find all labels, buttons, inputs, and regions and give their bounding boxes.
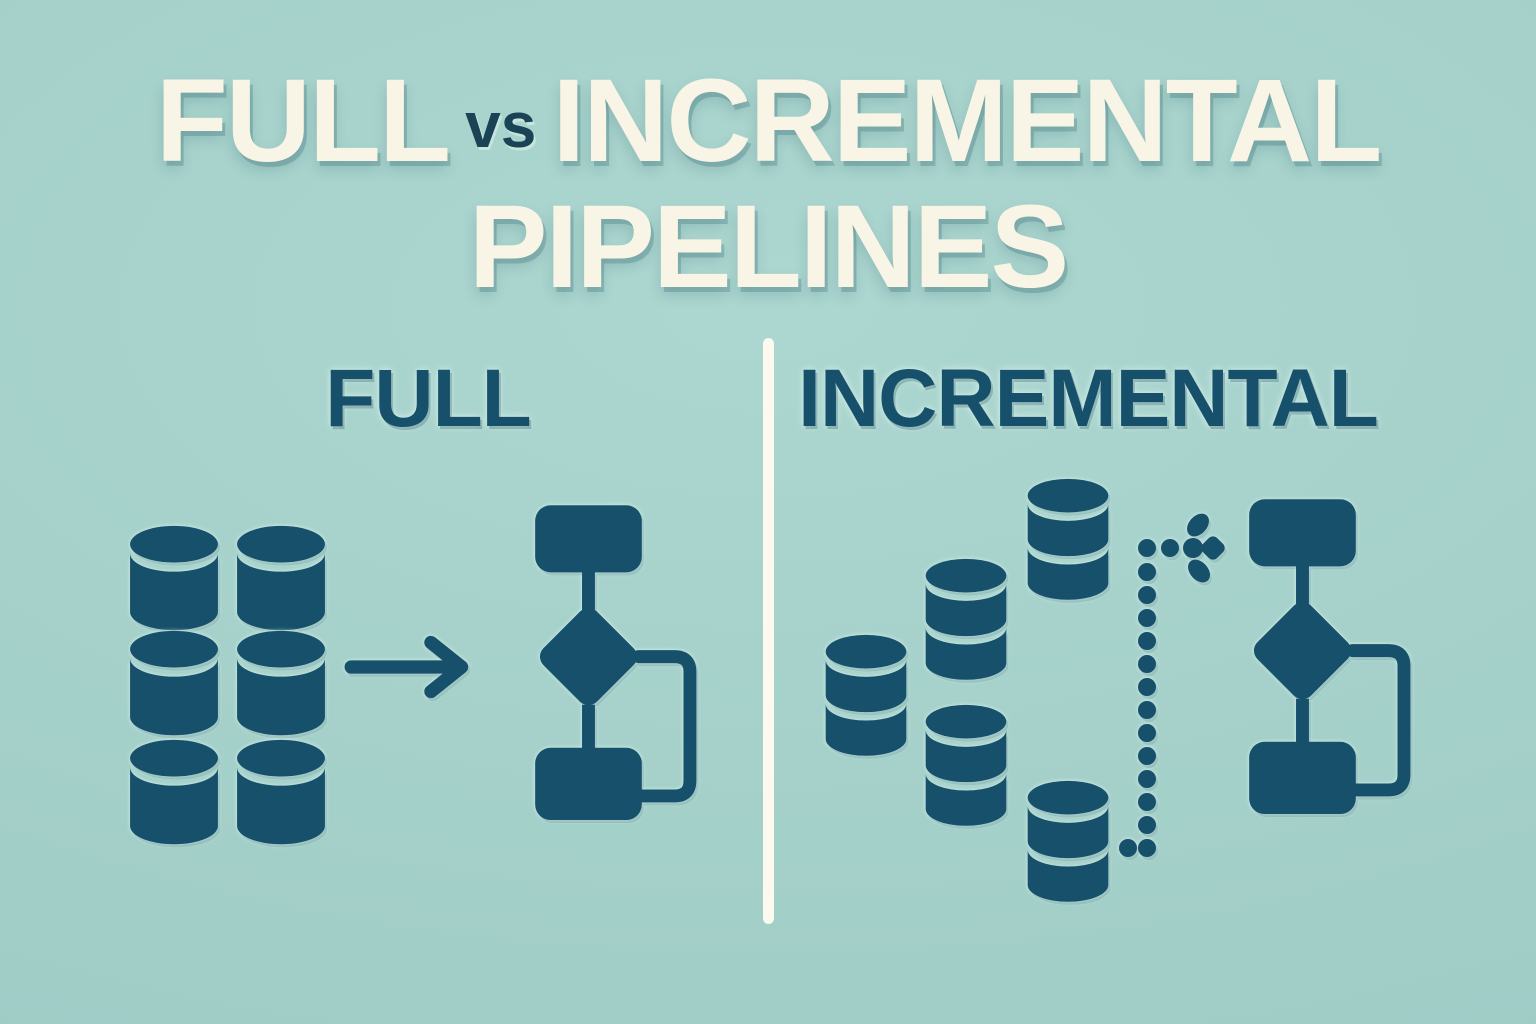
database-icon — [235, 739, 327, 847]
flowchart-icon — [1244, 494, 1416, 821]
stacked-database-icon — [924, 558, 1008, 684]
database-icon — [128, 525, 220, 633]
database-icon — [128, 739, 220, 847]
stacked-database-icon — [924, 704, 1008, 830]
section-divider — [763, 338, 774, 924]
arrow-right-icon — [343, 634, 481, 700]
stacked-database-icon — [1026, 780, 1110, 906]
title-word-vs: vs — [465, 89, 537, 161]
stacked-database-icon — [1026, 478, 1110, 604]
left-section-heading: FULL — [325, 353, 531, 444]
database-icon — [128, 630, 220, 738]
title-word-incremental: INCREMENTAL — [552, 55, 1382, 187]
database-icon — [235, 630, 327, 738]
dotted-arrow-icon — [1106, 502, 1226, 867]
right-section-heading: INCREMENTAL — [798, 353, 1379, 444]
title-line2: PIPELINES — [468, 181, 1069, 313]
stacked-database-icon — [824, 634, 908, 760]
flowchart-icon — [530, 500, 702, 827]
database-icon — [235, 525, 327, 633]
title-word-full: FULL — [155, 55, 451, 187]
